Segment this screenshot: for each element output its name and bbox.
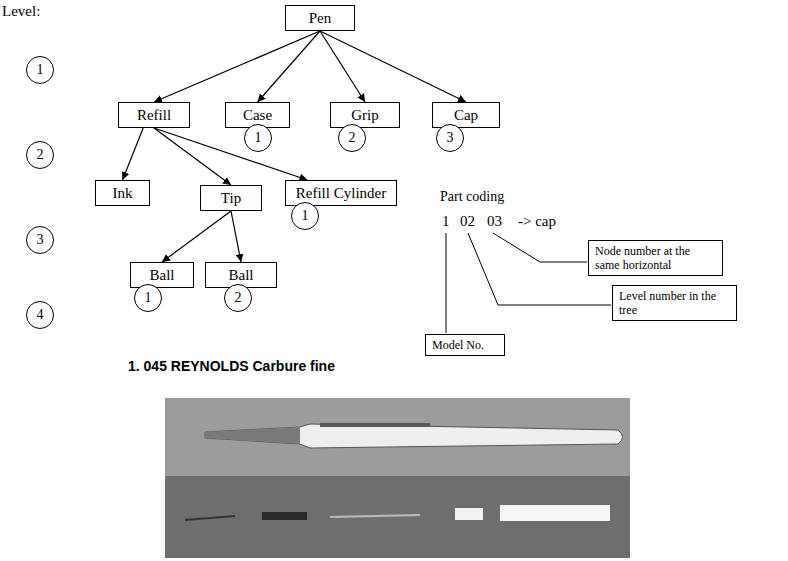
- node-text: Refill: [137, 106, 171, 124]
- node-text: 1: [145, 291, 152, 305]
- coding-heading: Part coding: [440, 188, 504, 206]
- level-number: 3: [26, 226, 54, 254]
- pen-body: [205, 424, 623, 448]
- part-box: Grip: [330, 102, 400, 128]
- callout-number: 2: [224, 284, 252, 312]
- code-part: 02: [460, 212, 475, 230]
- tree-arrow: [154, 128, 231, 185]
- pen-clip: [320, 423, 430, 427]
- part-box: Refill: [118, 102, 190, 128]
- note-box: Model No.: [425, 334, 505, 356]
- note-box: Node number at the same horizontal: [588, 240, 723, 276]
- node-text: Grip: [351, 106, 379, 124]
- node-text: Pen: [309, 9, 332, 27]
- tree-arrow: [154, 128, 307, 180]
- cylinder-part: [330, 515, 420, 517]
- grip-part: [262, 512, 307, 520]
- tree-arrow: [231, 211, 241, 262]
- refill-part: [185, 516, 235, 520]
- level-number: 4: [26, 301, 54, 329]
- node-text: 2: [349, 131, 356, 145]
- node-text: 2: [37, 148, 44, 162]
- callout-number: 1: [291, 202, 319, 230]
- node-text: 1: [37, 63, 44, 77]
- code-part: 03: [487, 212, 502, 230]
- case-part: [500, 505, 610, 521]
- tree-arrow: [258, 31, 321, 102]
- part-box: Pen: [285, 5, 355, 31]
- tree-arrow: [320, 31, 466, 102]
- photo-ground: [165, 476, 630, 558]
- node-text: 3: [37, 233, 44, 247]
- node-text: Ball: [229, 266, 254, 284]
- model-caption: 1. 045 REYNOLDS Carbure fine: [128, 357, 335, 375]
- leader-line: [446, 233, 447, 333]
- node-text: Ink: [113, 184, 133, 202]
- node-text: Node number at the same horizontal: [595, 244, 716, 272]
- node-text: 1: [255, 131, 262, 145]
- callout-number: 1: [244, 124, 272, 152]
- node-text: 3: [447, 131, 454, 145]
- part-box: Ink: [95, 180, 150, 206]
- node-text: 4: [37, 308, 44, 322]
- part-box: Tip: [200, 185, 262, 211]
- pen-tip: [205, 427, 300, 444]
- part-box: Ball: [130, 262, 194, 288]
- level-number: 2: [26, 141, 54, 169]
- callout-number: 3: [436, 124, 464, 152]
- code-part: 1: [442, 212, 450, 230]
- node-text: 1: [302, 209, 309, 223]
- part-box: Cap: [432, 102, 500, 128]
- tree-arrow: [162, 211, 231, 262]
- cap-part: [455, 508, 483, 520]
- node-text: Refill Cylinder: [296, 184, 386, 202]
- node-text: Level number in the tree: [619, 289, 730, 317]
- level-number: 1: [26, 56, 54, 84]
- node-text: Ball: [150, 266, 175, 284]
- note-box: Level number in the tree: [612, 285, 737, 321]
- photo-ground: [165, 398, 630, 476]
- node-text: 2: [235, 291, 242, 305]
- node-text: Tip: [221, 189, 241, 207]
- tree-arrow: [123, 128, 144, 180]
- level-heading: Level:: [2, 2, 40, 20]
- leader-line: [493, 233, 587, 262]
- node-text: Case: [243, 106, 272, 124]
- node-text: Model No.: [432, 338, 484, 352]
- tree-arrow: [154, 31, 320, 102]
- node-text: Cap: [454, 106, 478, 124]
- callout-number: 2: [338, 124, 366, 152]
- code-part: -> cap: [518, 212, 556, 230]
- callout-number: 1: [134, 284, 162, 312]
